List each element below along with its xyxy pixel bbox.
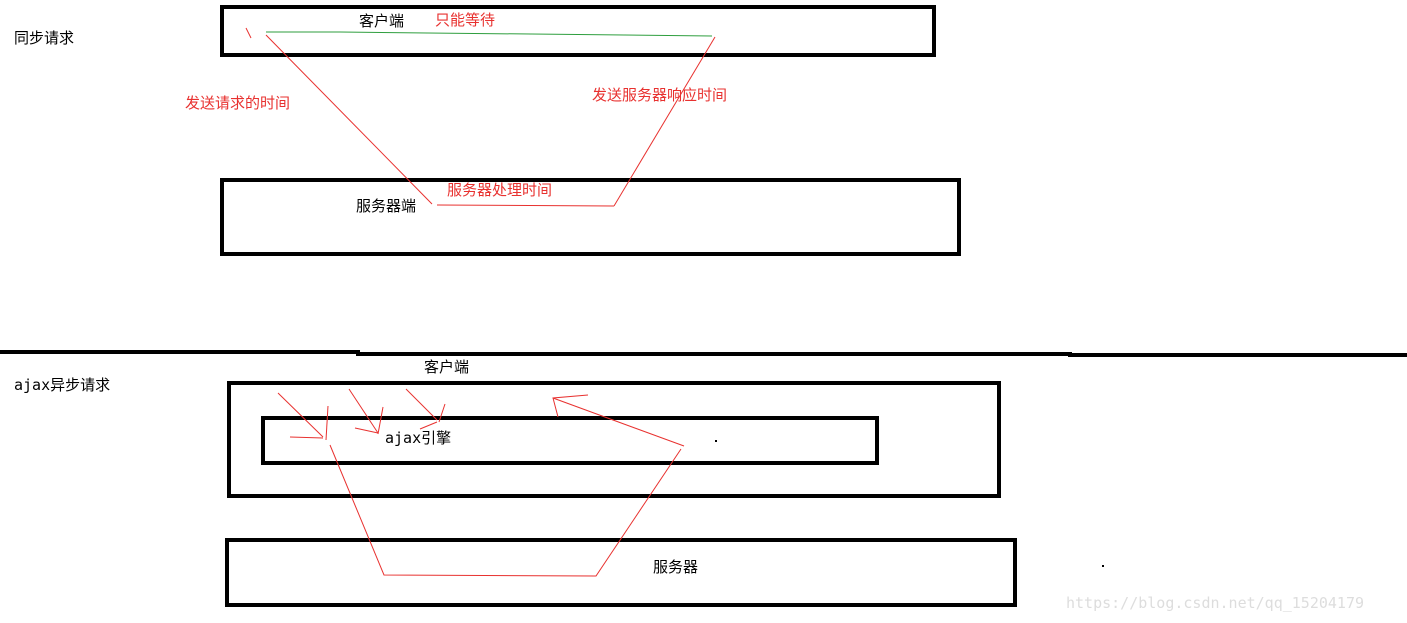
wait-line	[266, 31, 713, 37]
sync-section-label: 同步请求	[14, 29, 75, 47]
async-roundtrip-path	[329, 444, 682, 577]
client-to-engine-arrows	[277, 388, 446, 441]
wait-label: 只能等待	[435, 11, 496, 29]
watermark: https://blog.csdn.net/qq_15204179	[1066, 594, 1365, 612]
async-section-label: ajax异步请求	[14, 378, 110, 393]
section-divider	[0, 350, 1407, 357]
sync-processing-path	[436, 204, 615, 207]
sync-request-path	[265, 34, 433, 205]
sync-server-label: 服务器端	[356, 197, 417, 215]
sync-client-box	[220, 5, 936, 57]
sync-request-tick	[245, 27, 252, 39]
async-response-arrow	[552, 397, 685, 447]
ajax-engine-box	[261, 416, 879, 465]
send-request-time-label: 发送请求的时间	[185, 94, 291, 112]
async-server-label: 服务器	[653, 558, 699, 576]
sync-server-box	[220, 178, 961, 256]
async-server-box	[225, 538, 1017, 607]
server-response-time-label: 发送服务器响应时间	[592, 86, 728, 104]
sync-client-label: 客户端	[359, 12, 405, 30]
server-processing-time-label: 服务器处理时间	[447, 181, 553, 199]
stray-dot	[1102, 565, 1104, 567]
stray-dot	[715, 440, 717, 442]
sync-response-path	[613, 36, 716, 207]
ajax-engine-label: ajax引擎	[385, 429, 452, 447]
async-client-label: 客户端	[424, 358, 470, 376]
async-response-arrowhead	[552, 394, 589, 418]
async-section-label-text: ajax异步请求	[14, 376, 111, 394]
async-client-box	[227, 381, 1001, 498]
